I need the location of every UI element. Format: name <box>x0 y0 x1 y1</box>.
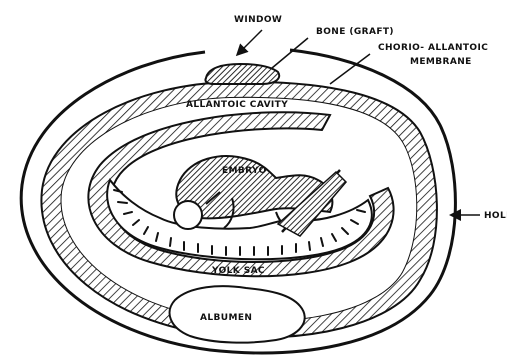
label-window: WINDOW <box>234 15 282 25</box>
label-allantoic-cavity: ALLANTOIC CAVITY <box>186 100 288 110</box>
label-embryo: EMBRYO <box>222 166 267 176</box>
label-chorio-allantoic: CHORIO- ALLANTOIC <box>378 43 488 53</box>
embryo-head <box>174 201 202 229</box>
label-hole: HOLE <box>484 211 507 221</box>
bone-graft <box>205 64 279 84</box>
label-membrane: MEMBRANE <box>410 57 472 67</box>
label-yolk-sac: YOLK SAC <box>211 266 265 276</box>
label-bone-graft: BONE (GRAFT) <box>316 27 394 37</box>
label-albumen: ALBUMEN <box>200 313 252 323</box>
